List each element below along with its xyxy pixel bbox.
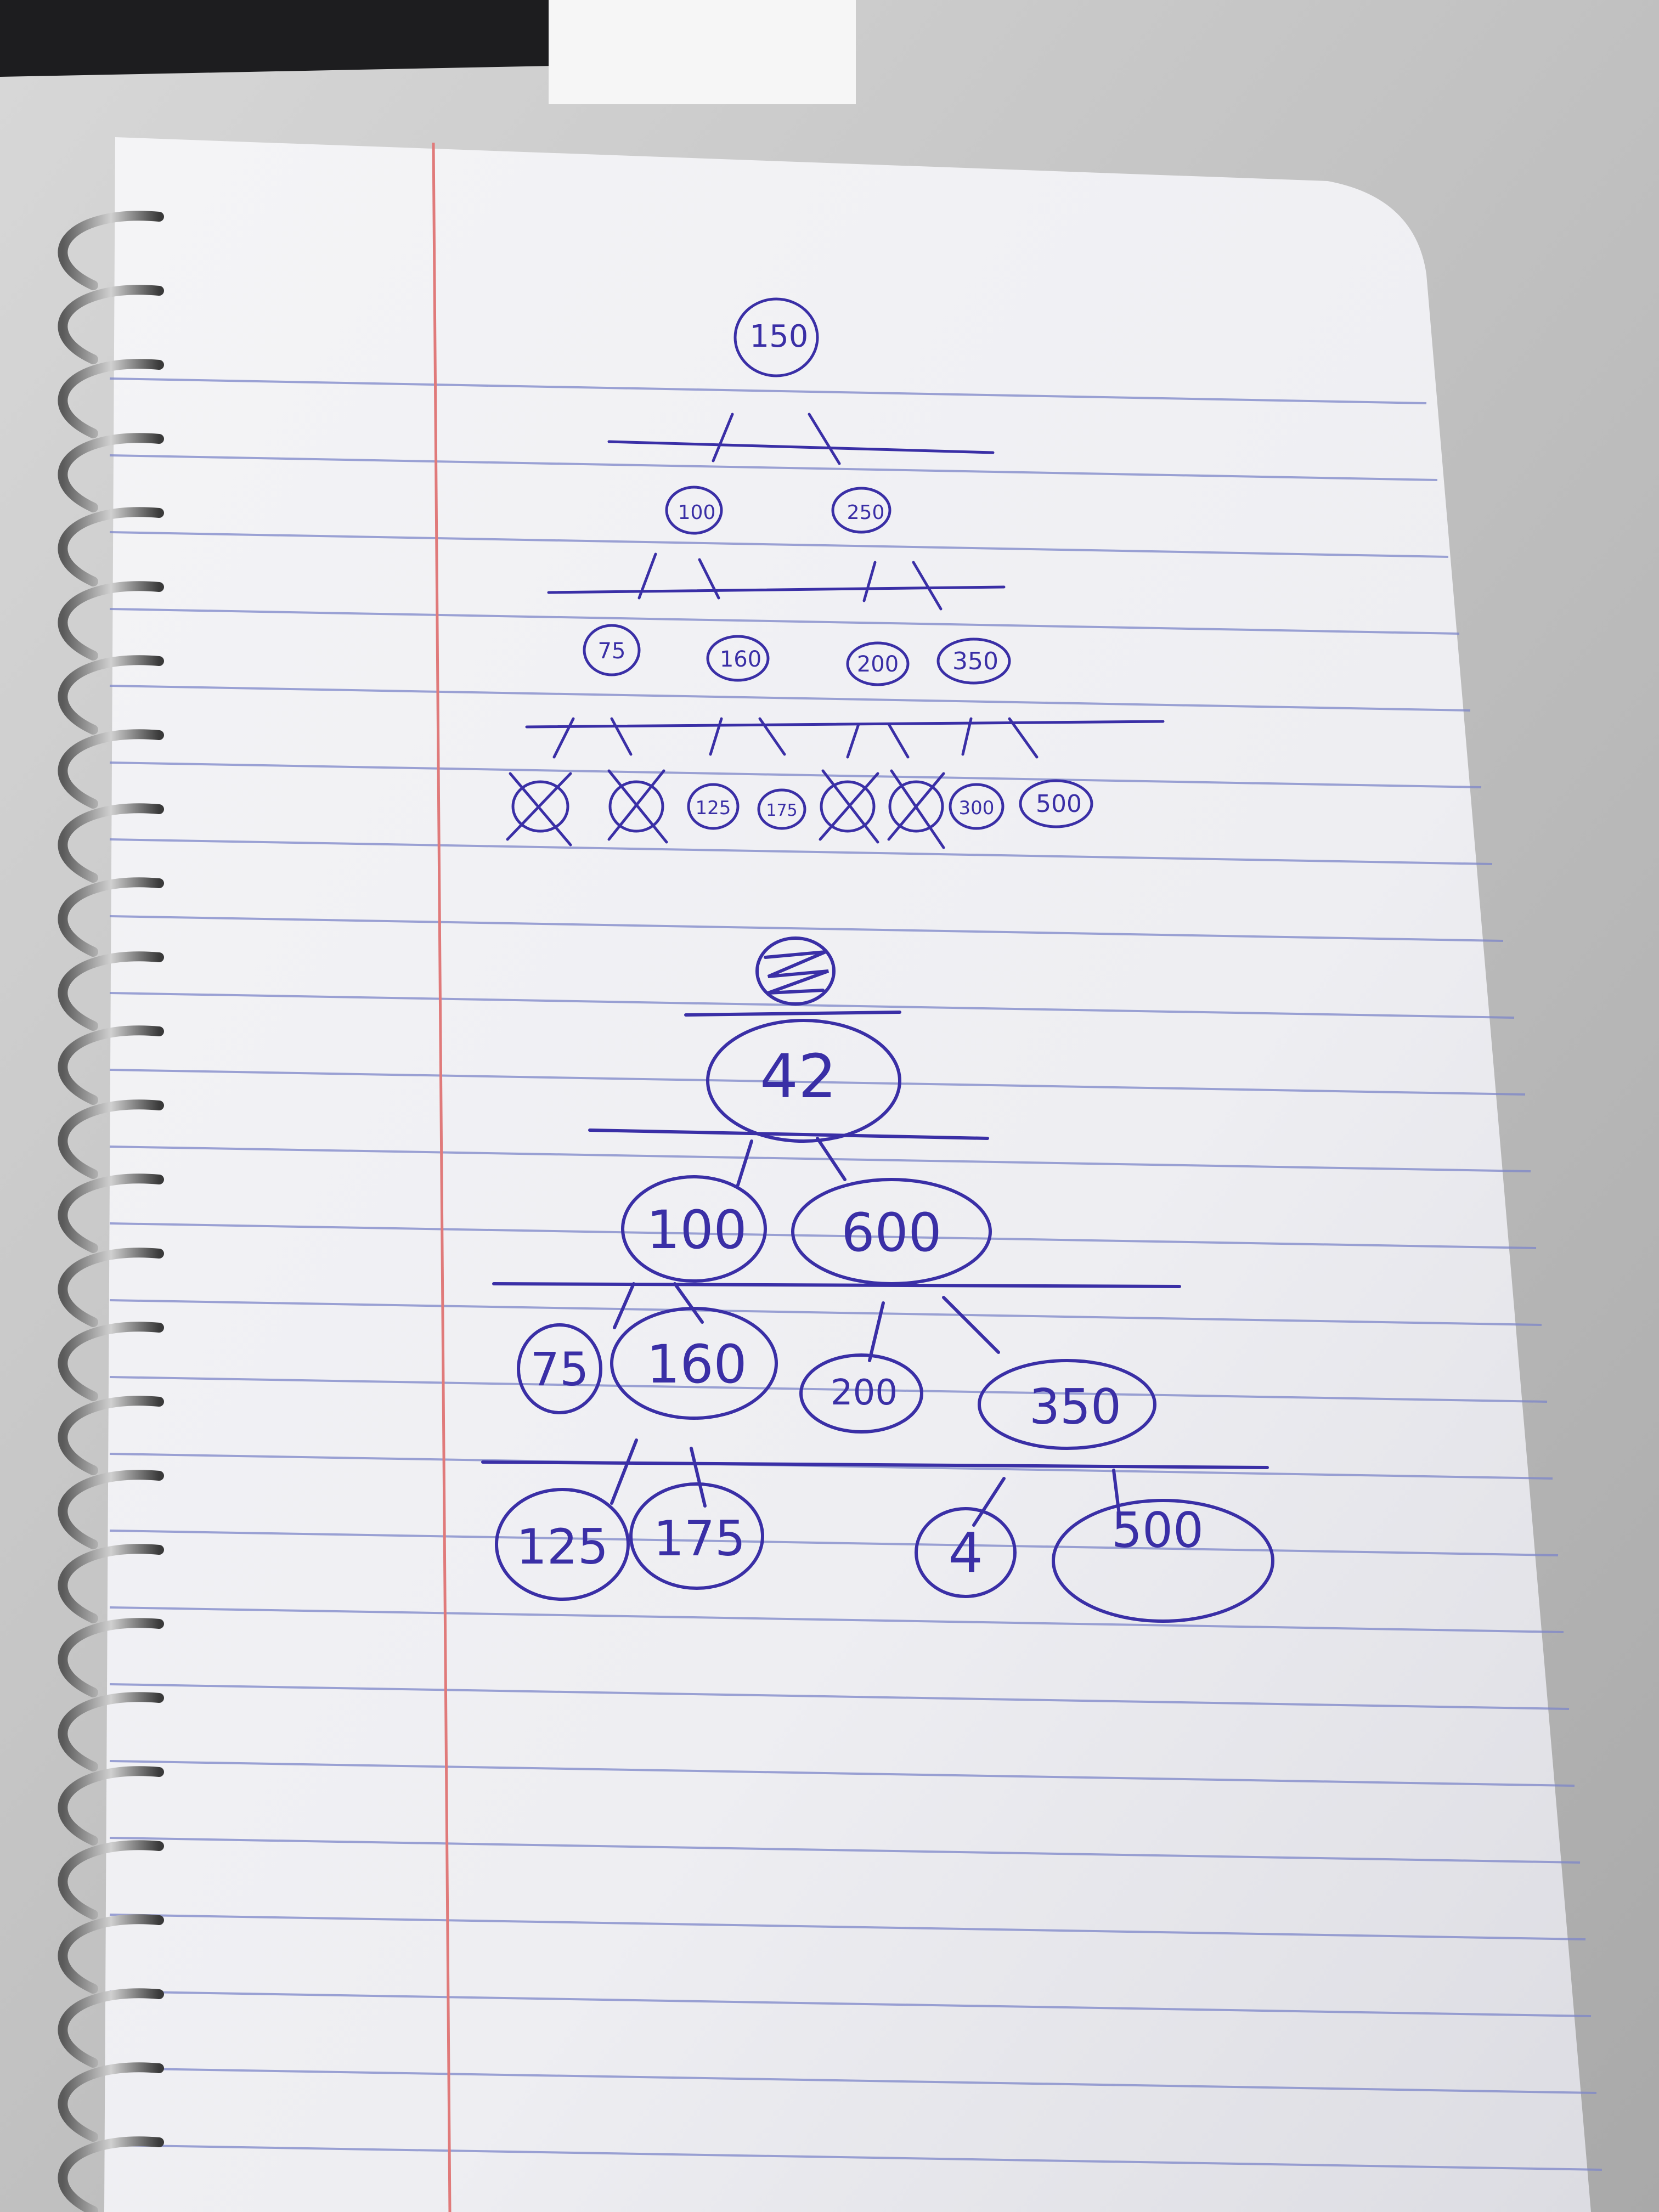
top-l1-left-label: 100	[678, 501, 716, 524]
bottom-l1-right-label: 600	[841, 1202, 941, 1263]
spiral-binding	[58, 211, 164, 2212]
top-tree-drawing	[506, 297, 1165, 849]
top-l3-c-label: 300	[959, 797, 995, 819]
top-tree-labels: 150 100 250 75 160 200 350 125 175 300 5…	[598, 319, 1082, 820]
top-l3-d-label: 500	[1036, 790, 1082, 818]
top-l2-c-label: 200	[857, 652, 899, 677]
bottom-root-label: 42	[760, 1041, 837, 1111]
top-l2-b-label: 160	[720, 647, 761, 672]
notebook-page	[104, 137, 1591, 2212]
bottom-tree-drawing	[481, 936, 1274, 1623]
top-l1-right-label: 250	[847, 501, 885, 524]
bottom-tree-labels: 42 100 600 75 160 200 350 125 175 4 500	[516, 1041, 1204, 1585]
top-l3-a-label: 125	[696, 797, 731, 819]
bottom-l2-d-label: 350	[1029, 1379, 1121, 1435]
bottom-l1-left-label: 100	[646, 1199, 747, 1261]
bottom-l3-b-label: 175	[653, 1510, 746, 1567]
top-root-label: 150	[750, 319, 809, 354]
bottom-l2-a-label: 75	[531, 1342, 589, 1396]
margin-line	[432, 142, 452, 2212]
dark-object	[0, 0, 565, 77]
top-l3-b-label: 175	[766, 801, 797, 820]
bottom-l3-a-label: 125	[516, 1519, 608, 1575]
bottom-l2-b-label: 160	[646, 1334, 747, 1395]
bottom-l3-d-label: 500	[1111, 1502, 1204, 1559]
bottom-l2-c-label: 200	[831, 1373, 898, 1413]
ruled-lines	[109, 377, 1602, 2171]
white-object	[549, 0, 856, 104]
bottom-l3-c-label: 4	[948, 1521, 983, 1585]
top-l2-d-label: 350	[952, 647, 998, 675]
top-l2-a-label: 75	[598, 639, 626, 664]
